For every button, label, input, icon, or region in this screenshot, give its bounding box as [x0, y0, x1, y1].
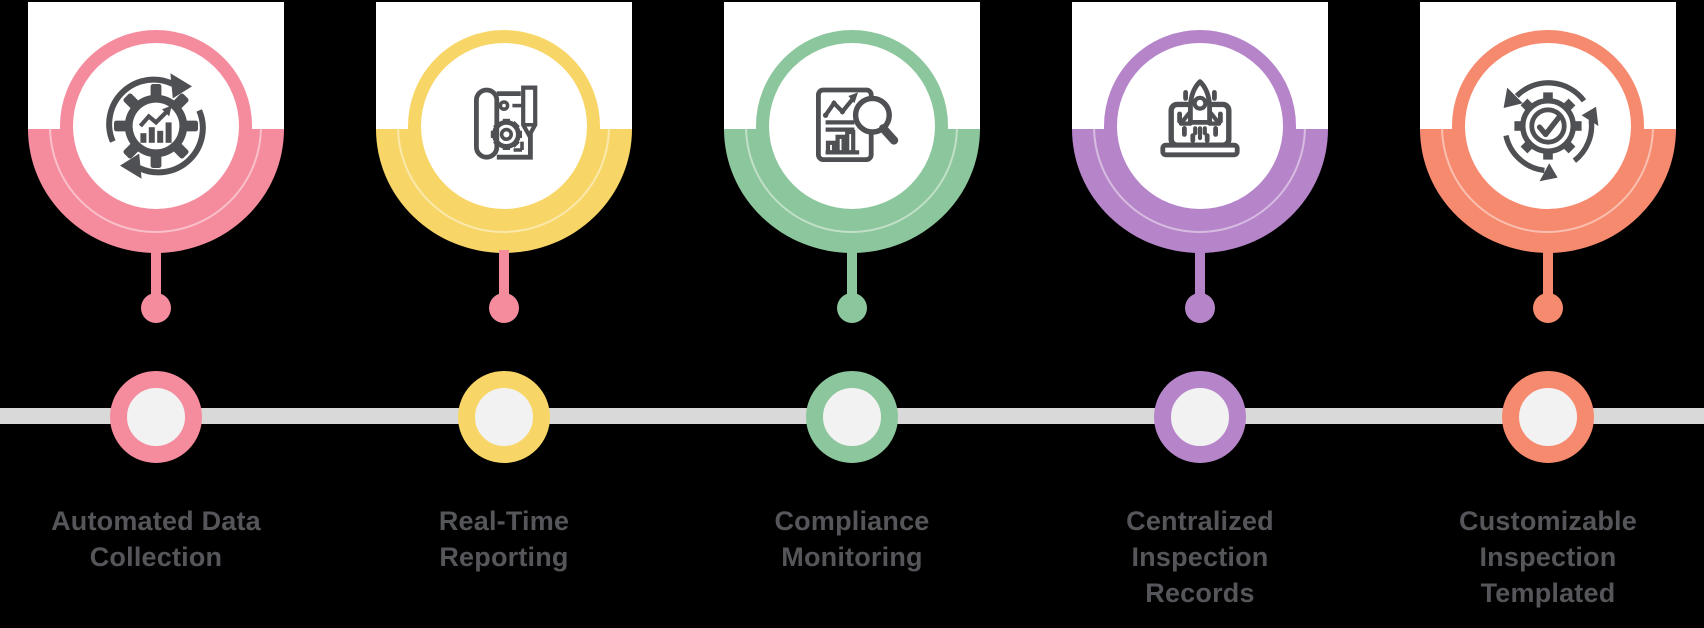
connector-dot — [1185, 293, 1215, 323]
item-label-line: Records — [1145, 578, 1255, 608]
automation-gear-chart-icon — [106, 73, 206, 179]
connector-stem — [847, 250, 857, 296]
item-label-line: Compliance — [774, 506, 930, 536]
decorative-ring — [49, 20, 262, 233]
timeline-node — [458, 371, 550, 463]
item-label-line: Collection — [89, 542, 223, 572]
connector-dot — [1533, 293, 1563, 323]
decorative-ring — [1093, 20, 1306, 233]
badge-circle — [1104, 30, 1296, 222]
badge-icon-slot — [792, 66, 912, 186]
item-label-line: Reporting — [439, 542, 569, 572]
item-label-line: Inspection — [1131, 542, 1269, 572]
item-label-line: Automated Data — [51, 506, 261, 536]
decorative-ring — [397, 20, 610, 233]
connector-stem — [151, 250, 161, 296]
item-label-line: Monitoring — [781, 542, 923, 572]
blueprint-gear-pencil-icon — [474, 85, 538, 160]
decorative-ring — [1441, 20, 1654, 233]
badge-circle — [408, 30, 600, 222]
timeline-node — [1154, 371, 1246, 463]
item-label-line: Centralized — [1126, 506, 1274, 536]
connector-stem — [1543, 250, 1553, 296]
badge-icon-slot — [1140, 66, 1260, 186]
connector-stem — [1195, 250, 1205, 296]
badge-circle — [60, 30, 252, 222]
item-label-line: Customizable — [1459, 506, 1637, 536]
connector-dot — [141, 293, 171, 323]
item-label-line: Real-Time — [438, 506, 570, 536]
connector-dot — [489, 293, 519, 323]
laptop-rocket-icon — [1160, 79, 1240, 158]
decorative-ring — [745, 20, 958, 233]
item-label-line: Templated — [1480, 578, 1616, 608]
connector-dot — [837, 293, 867, 323]
badge-circle — [756, 30, 948, 222]
connector-stem — [499, 250, 509, 296]
badge-icon-slot — [1488, 66, 1608, 186]
timeline-node — [110, 371, 202, 463]
timeline-node — [806, 371, 898, 463]
badge-circle — [1452, 30, 1644, 222]
badge-icon-slot — [96, 66, 216, 186]
report-magnifier-icon — [816, 87, 899, 162]
item-label-line: Inspection — [1479, 542, 1617, 572]
gear-check-cycle-icon — [1503, 80, 1599, 182]
timeline-node — [1502, 371, 1594, 463]
badge-icon-slot — [444, 66, 564, 186]
